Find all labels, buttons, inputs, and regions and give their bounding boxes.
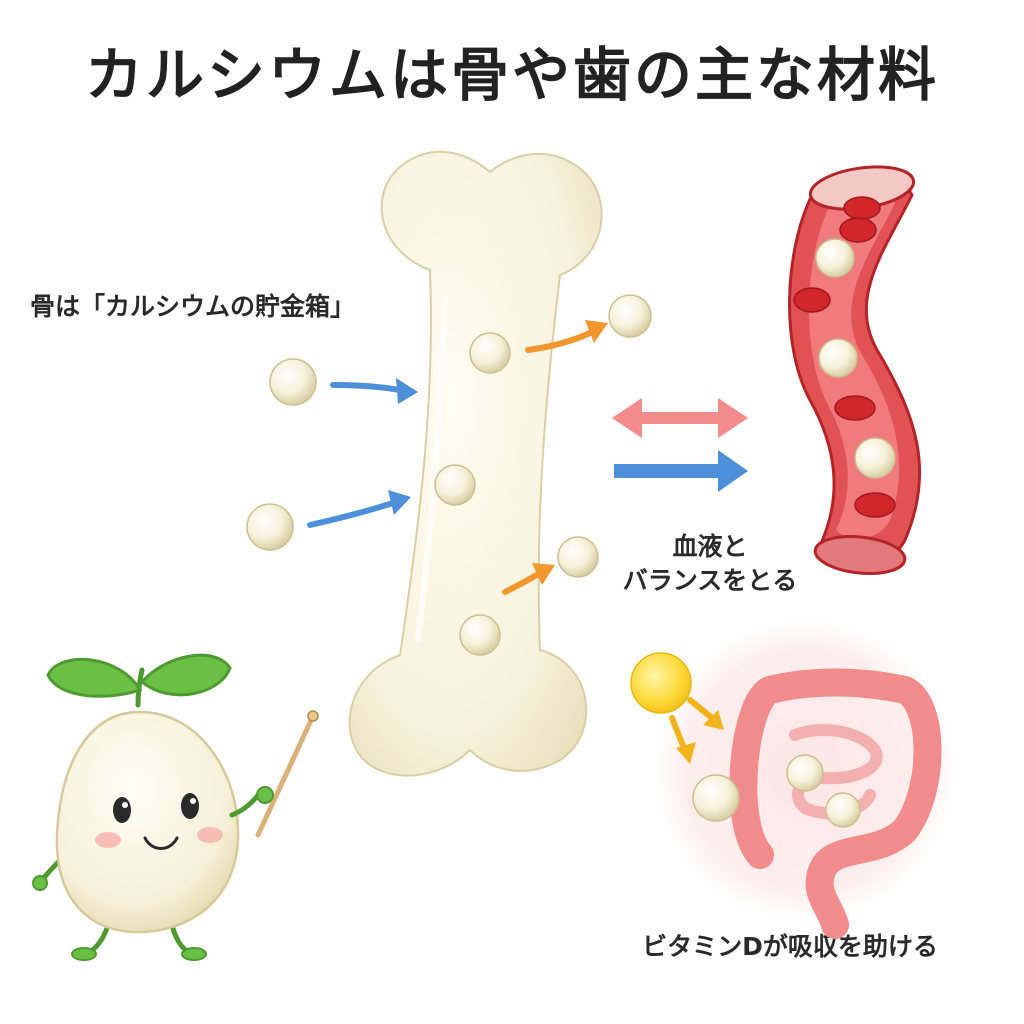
arrow-into-bone [307,490,411,528]
blood-cell [854,492,896,518]
calcium-ball [469,332,511,374]
arrow-out-of-bone [525,320,608,353]
pointer-tip [307,710,319,722]
blood-balance-line-2: バランスをとる [622,565,798,595]
vitamin-d-label: ビタミンDが吸収を助ける [642,932,938,961]
intestine-area [655,620,955,939]
calcium-ball [854,437,896,479]
blood-balance-label: 血液と バランスをとる [600,530,820,598]
arrow-vitamin-d [669,697,724,764]
arrow-out-of-bone [502,563,555,595]
arrow-into-bone [330,378,418,404]
calcium-ball [459,614,501,656]
sprout-stem [135,667,145,708]
blood-cell [843,196,881,220]
calcium-ball [608,294,652,338]
mascot-eye-left [113,797,131,823]
blood-cell [834,395,876,421]
sun-icon [630,652,692,714]
blood-cell [839,217,877,243]
blood-cell [793,287,831,313]
calcium-ball [269,358,317,406]
blood-balance-line-1: 血液と [672,532,748,561]
sprout-leaf-left [46,657,143,698]
mascot-eye-shine [122,802,128,808]
bone-illustration [348,150,603,777]
calcium-ball [825,792,861,828]
arrow-to-blood [614,450,748,492]
mascot-foot [71,947,97,961]
mascot-foot [181,947,207,961]
large-intestine [729,668,942,939]
vessel-opening [813,534,907,576]
calcium-ball [692,774,740,822]
bone-highlight [415,297,448,643]
mascot-eye-shine [190,798,196,804]
calcium-ball [818,338,858,378]
mascot-cheek-right [197,827,223,843]
mascot-body [55,710,240,934]
bone-bank-label: 骨は「カルシウムの貯金箱」 [30,292,356,321]
double-arrow-balance [612,398,748,438]
calcium-ball [434,464,476,506]
calcium-ball [557,536,599,578]
page-title: カルシウムは骨や歯の主な材料 [84,41,939,109]
blood-vessel [788,165,922,576]
calcium-ball [246,503,294,551]
sprout-mascot [32,653,319,961]
mascot-hand-left [32,875,48,891]
mascot-eye-right [181,793,199,819]
sprout-leaf-right [139,653,232,697]
mascot-cheek-left [95,832,121,848]
pointer-stick [255,713,316,838]
mascot-mouth [143,836,179,850]
calcium-ball [815,238,855,278]
calcium-ball [786,754,824,792]
mascot-hand-right [256,786,274,804]
bone-shape [348,150,603,777]
